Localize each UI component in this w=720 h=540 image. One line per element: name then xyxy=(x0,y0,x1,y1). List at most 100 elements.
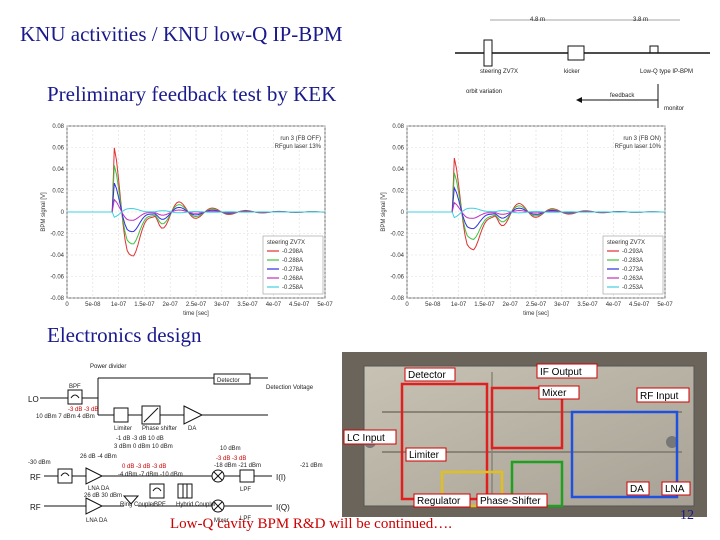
lnada2-label: LNA DA xyxy=(86,518,107,524)
hybrid-coupler xyxy=(177,483,193,499)
photo-lc-input-label: LC Input xyxy=(347,433,385,444)
x-tick-label: 3e-07 xyxy=(214,302,230,308)
legend-entry: -0.283A xyxy=(622,258,643,264)
slide-title: KNU activities / KNU low-Q IP-BPM xyxy=(20,22,343,46)
x-tick-label: 2.5e-07 xyxy=(186,302,207,308)
ring-coupler-label: Ring Coupler xyxy=(120,502,155,508)
kicker-element xyxy=(567,45,585,61)
legend-entry: -0.288A xyxy=(282,258,303,264)
x-tick-label: 4.5e-07 xyxy=(289,302,310,308)
lim-levels: -1 dB -3 dB 10 dB xyxy=(116,436,164,442)
x-tick-label: 3e-07 xyxy=(554,302,570,308)
legend-entry: -0.273A xyxy=(622,267,643,273)
x-tick-label: 5e-07 xyxy=(657,302,673,308)
limiter-label: Limiter xyxy=(114,426,132,432)
y-tick-label: 0.02 xyxy=(392,189,404,195)
photo-phase-shifter-label: Phase-Shifter xyxy=(480,496,541,507)
lpf-label: LPF xyxy=(240,487,251,493)
monitor-label: monitor xyxy=(664,106,684,112)
bpf2-box xyxy=(149,483,165,499)
steering-magnet xyxy=(483,39,493,67)
photo-detector-label: Detector xyxy=(408,370,446,381)
lo-bpf-box xyxy=(67,389,83,405)
run-annotation: run 3 (FB OFF) xyxy=(280,136,321,142)
photo-regulator-label: Regulator xyxy=(417,496,461,507)
lnada-levels: 26 dB 30 dBm xyxy=(84,493,122,499)
y-tick-label: 0 xyxy=(401,210,405,216)
level-10dbm: 10 dBm xyxy=(220,446,241,452)
hyb-levels: -3 dB -3 dB xyxy=(216,456,246,462)
y-tick-label: -0.06 xyxy=(50,275,64,281)
legend-entry: -0.298A xyxy=(282,249,303,255)
legend-entry: -0.268A xyxy=(282,276,303,282)
y-tick-label: 0.02 xyxy=(52,189,64,195)
bpm-label: Low-Q type IP-BPM xyxy=(640,69,693,75)
series-line xyxy=(407,207,665,219)
mixer-region xyxy=(490,386,564,450)
bpm-element xyxy=(646,45,662,54)
lo-levels-1: -3 dB -3 dB xyxy=(68,407,98,413)
phase-shifter-label: Phase shifter xyxy=(142,426,177,432)
x-tick-label: 4.5e-07 xyxy=(629,302,650,308)
photo-mixer-label: Mixer xyxy=(542,388,567,399)
y-tick-label: 0.04 xyxy=(52,167,64,173)
x-tick-label: 4e-07 xyxy=(606,302,622,308)
dist-left-label: 4.8 m xyxy=(530,17,545,23)
series-line xyxy=(67,207,325,218)
y-tick-label: -0.04 xyxy=(50,253,64,259)
section-heading: Electronics design xyxy=(47,323,202,347)
rf-region xyxy=(570,410,679,499)
x-tick-label: 1.5e-07 xyxy=(134,302,155,308)
x-tick-label: 0 xyxy=(405,302,409,308)
dist-right-label: 3.8 m xyxy=(633,17,648,23)
photo-da-label: DA xyxy=(630,484,644,495)
da-amp xyxy=(183,405,204,425)
x-tick-label: 3.5e-07 xyxy=(577,302,598,308)
steering-label: steering ZV7X xyxy=(480,69,518,75)
legend xyxy=(262,235,324,295)
x-tick-label: 0 xyxy=(65,302,69,308)
y-tick-label: 0.08 xyxy=(52,124,64,130)
lim-levels-2: 3 dBm 0 dBm 10 dBm xyxy=(114,444,173,450)
detector-box xyxy=(213,373,251,385)
lnada-label: LNA DA xyxy=(88,486,109,492)
y-tick-label: -0.02 xyxy=(390,232,404,238)
page-number: 12 xyxy=(680,508,694,523)
q-out-label: I(Q) xyxy=(276,503,290,512)
legend xyxy=(602,235,664,295)
lpf2-label: LPF xyxy=(240,516,251,522)
legend-entry: -0.293A xyxy=(622,249,643,255)
y-tick-label: -0.08 xyxy=(390,296,404,302)
photo-lna-label: LNA xyxy=(665,484,685,495)
rf-label: RF xyxy=(30,473,41,482)
lna-gain: 26 dB -4 dBm xyxy=(80,454,117,460)
feedback-label: feedback xyxy=(610,93,635,99)
bpf-label: BPF xyxy=(69,384,81,390)
photo-limiter-label: Limiter xyxy=(409,450,440,461)
detector-label: Detector xyxy=(217,378,240,384)
x-tick-label: 5e-07 xyxy=(317,302,333,308)
regulator-region xyxy=(440,470,504,508)
bpf2-label: BPF xyxy=(154,502,166,508)
x-tick-label: 5e-08 xyxy=(425,302,441,308)
x-tick-label: 1e-07 xyxy=(111,302,127,308)
pcb-photo: Detector IF Output Mixer RF Input LC Inp… xyxy=(342,352,707,517)
lo-levels-2: 10 dBm 7 dBm 4 dBm xyxy=(36,414,95,420)
lo-label: LO xyxy=(28,395,39,404)
x-tick-label: 4e-07 xyxy=(266,302,282,308)
y-tick-label: -0.04 xyxy=(390,253,404,259)
mixer-label: Mixer xyxy=(214,518,229,524)
detection-voltage-label: Detection Voltage xyxy=(266,385,314,391)
i-out-label: I(I) xyxy=(276,473,286,482)
y-tick-label: 0.08 xyxy=(392,124,404,130)
legend-title: steering ZV7X xyxy=(607,240,645,246)
legend-title: steering ZV7X xyxy=(267,240,305,246)
x-tick-label: 2.5e-07 xyxy=(526,302,547,308)
run-annotation: RFgun laser 13% xyxy=(275,144,322,150)
ring-coupler xyxy=(122,495,140,505)
run-annotation: RFgun laser 10% xyxy=(615,144,662,150)
legend-entry: -0.253A xyxy=(622,285,643,291)
y-tick-label: 0 xyxy=(61,210,65,216)
